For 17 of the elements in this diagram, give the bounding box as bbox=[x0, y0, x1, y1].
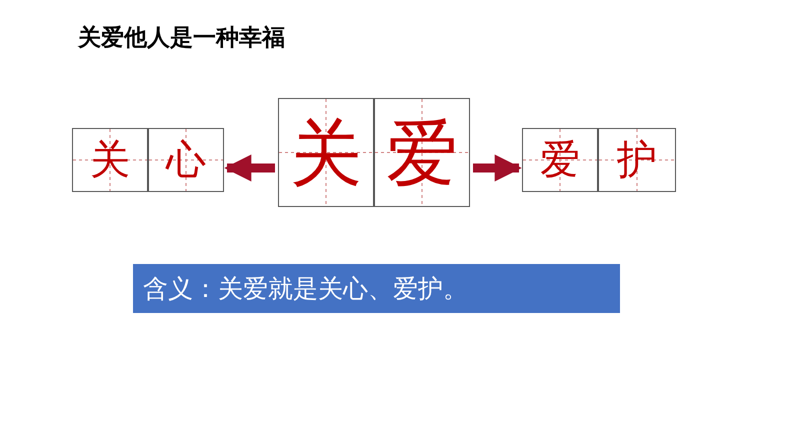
character: 关 bbox=[90, 140, 130, 180]
character: 爱 bbox=[540, 140, 580, 180]
character-grid-box bbox=[598, 128, 676, 192]
character-grid-box bbox=[72, 128, 148, 192]
arrow bbox=[473, 154, 522, 182]
arrow bbox=[224, 154, 275, 182]
definition-text: 含义：关爱就是关心、爱护。 bbox=[143, 273, 468, 305]
character: 关 bbox=[290, 116, 362, 188]
character: 护 bbox=[617, 140, 657, 180]
character: 爱 bbox=[386, 116, 458, 188]
definition-banner bbox=[133, 264, 620, 313]
character-grid-box bbox=[374, 98, 470, 207]
character: 心 bbox=[166, 140, 206, 180]
character-grid-box bbox=[148, 128, 224, 192]
character-grid-box bbox=[522, 128, 598, 192]
character-grid-box bbox=[278, 98, 374, 207]
title: 关爱他人是一种幸福 bbox=[78, 24, 285, 53]
